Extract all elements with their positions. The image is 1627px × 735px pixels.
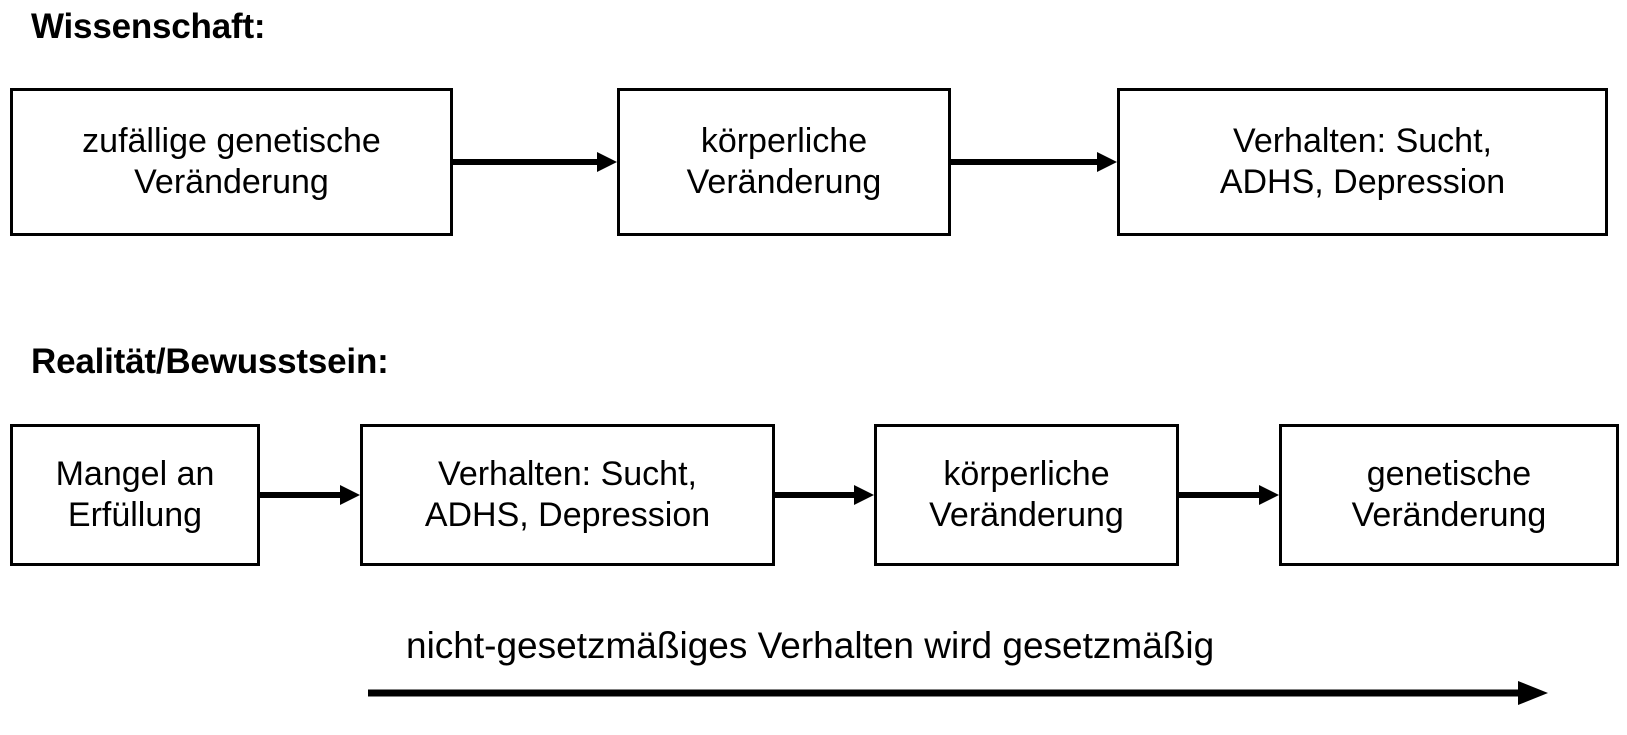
node-line-2: Veränderung [134, 163, 329, 201]
arrow-right-icon [951, 152, 1117, 172]
node-line-2: Veränderung [1351, 496, 1547, 534]
node-behavior-row2: Verhalten: Sucht, ADHS, Depression [360, 424, 775, 566]
node-genetic-change-row2: genetische Veränderung [1279, 424, 1619, 566]
node-line-2: Veränderung [929, 496, 1124, 534]
arrow-right-icon [1179, 485, 1279, 505]
arrow-right-icon [260, 485, 360, 505]
transform-caption: nicht-gesetzmäßiges Verhalten wird geset… [406, 625, 1215, 666]
arrow-right-icon [453, 152, 617, 172]
node-behavior-row1: Verhalten: Sucht, ADHS, Depression [1117, 88, 1608, 236]
node-line-1: körperliche [943, 454, 1110, 493]
node-line-1: zufällige genetische [82, 121, 381, 160]
section-heading-realitaet-bewusstsein: Realität/Bewusstsein: [31, 342, 389, 381]
node-lack-of-fulfillment: Mangel an Erfüllung [10, 424, 260, 566]
node-line-1: Verhalten: Sucht, [1233, 121, 1492, 160]
node-line-2: ADHS, Depression [424, 496, 711, 534]
node-line-1: körperliche [700, 121, 868, 160]
node-line-2: Veränderung [686, 163, 882, 201]
node-line-1: Verhalten: Sucht, [438, 454, 697, 493]
node-physical-change-row1: körperliche Veränderung [617, 88, 951, 236]
section-heading-wissenschaft: Wissenschaft: [31, 7, 266, 46]
node-line-2: ADHS, Depression [1219, 163, 1506, 201]
arrow-right-icon [775, 485, 874, 505]
node-line-2: Erfüllung [67, 496, 203, 534]
arrow-right-icon [368, 680, 1548, 706]
node-physical-change-row2: körperliche Veränderung [874, 424, 1179, 566]
node-line-1: genetische [1366, 454, 1532, 493]
node-line-1: Mangel an [55, 454, 215, 493]
node-random-genetic-change: zufällige genetische Veränderung [10, 88, 453, 236]
